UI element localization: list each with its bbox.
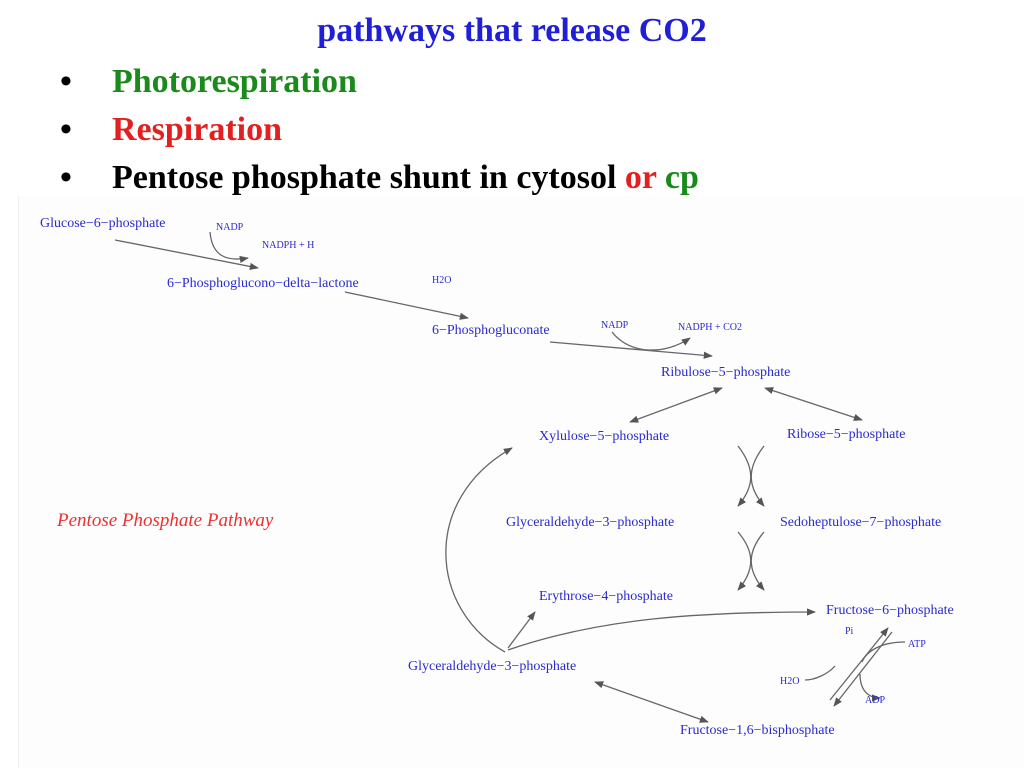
arrow-gap-fbp xyxy=(594,681,709,723)
label-adp: ADP xyxy=(865,695,885,706)
label-ribose-5-phosphate: Ribose−5−phosphate xyxy=(787,427,905,442)
label-erythrose-4-phosphate: Erythrose−4−phosphate xyxy=(539,589,673,604)
label-xylulose-5-phosphate: Xylulose−5−phosphate xyxy=(539,429,669,444)
arrow-ta-1a xyxy=(737,531,752,591)
label-sedoheptulose-7-phosphate: Sedoheptulose−7−phosphate xyxy=(780,515,941,530)
label-pi: Pi xyxy=(845,626,854,637)
arrow-atp xyxy=(861,641,906,663)
arrow-f6p-to-fbp xyxy=(833,631,893,707)
label-nadp-1: NADP xyxy=(216,222,244,233)
label-fructose-6-phosphate: Fructose−6−phosphate xyxy=(826,603,954,618)
label-h2o-2: H2O xyxy=(780,676,799,687)
arrow-nadp-2 xyxy=(611,331,691,351)
bullet-pentose-phosphate: • Pentose phosphate shunt in cytosol or … xyxy=(60,154,699,202)
bullet-or: or xyxy=(624,159,657,196)
bullet-photorespiration: • Photorespiration xyxy=(60,58,699,106)
arrow-gap-f6p xyxy=(507,608,816,651)
label-glyceraldehyde-3-phosphate-2: Glyceraldehyde−3−phosphate xyxy=(408,659,576,674)
bullet-text: Photorespiration xyxy=(112,63,357,100)
arrow-gap-loop xyxy=(445,447,513,653)
bullet-respiration: • Respiration xyxy=(60,106,699,154)
label-glyceraldehyde-3-phosphate-1: Glyceraldehyde−3−phosphate xyxy=(506,515,674,530)
label-glucose-6-phosphate: Glucose−6−phosphate xyxy=(40,216,165,231)
label-6-phosphogluconate: 6−Phosphogluconate xyxy=(432,323,550,338)
arrow-adp xyxy=(859,673,881,702)
arrow-gap-e4p xyxy=(507,611,536,649)
bullet-marker: • xyxy=(60,111,72,148)
arrow-tk-1b xyxy=(750,445,765,507)
label-phosphoglucono-lactone: 6−Phosphoglucono−delta−lactone xyxy=(167,276,359,291)
label-nadp-2: NADP xyxy=(601,320,629,331)
label-atp: ATP xyxy=(908,639,926,650)
bullet-marker: • xyxy=(60,63,72,100)
label-nadph-h: NADPH + H xyxy=(262,240,314,251)
label-h2o-1: H2O xyxy=(432,275,451,286)
arrow-lactone-to-6pg xyxy=(344,291,469,320)
bullet-text: Respiration xyxy=(112,111,282,148)
bullet-text: Pentose phosphate shunt in cytosol xyxy=(112,159,625,196)
bullet-cp: cp xyxy=(664,159,699,196)
arrow-ta-1b xyxy=(750,531,765,591)
label-ribulose-5-phosphate: Ribulose−5−phosphate xyxy=(661,365,790,380)
arrow-g6p-to-lactone xyxy=(114,239,259,270)
label-fructose-1-6-bisphosphate: Fructose−1,6−bisphosphate xyxy=(680,723,835,738)
label-nadph-co2: NADPH + CO2 xyxy=(678,322,742,333)
arrow-nadp-1 xyxy=(209,231,249,263)
arrow-6pg-to-ru5p xyxy=(549,341,713,359)
arrow-ru5p-xu5p xyxy=(629,387,723,423)
arrow-ru5p-r5p xyxy=(764,387,863,421)
diagram-caption: Pentose Phosphate Pathway xyxy=(56,510,274,531)
arrow-fbp-to-f6p xyxy=(829,627,889,701)
slide-title: pathways that release CO2 xyxy=(317,12,707,49)
arrow-h2o-2 xyxy=(804,665,836,681)
arrow-tk-1a xyxy=(737,445,752,507)
bullet-marker: • xyxy=(60,159,72,196)
bullet-list: • Photorespiration • Respiration • Pento… xyxy=(60,58,699,202)
diagram-panel xyxy=(18,196,1024,768)
